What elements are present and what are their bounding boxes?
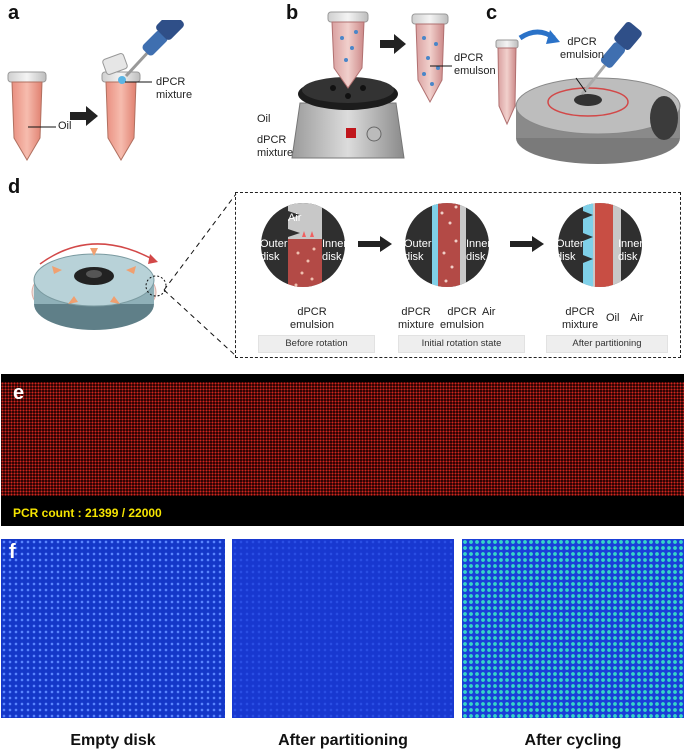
panel-label-e: e xyxy=(13,382,25,404)
caption-before-rotation: Before rotation xyxy=(258,335,375,353)
vortex-tube xyxy=(327,11,369,89)
label-emulsion-b: dPCR emulson xyxy=(454,52,496,77)
image-empty-disk: f xyxy=(1,539,225,718)
panel-d-disk xyxy=(31,243,167,330)
label-oil: Oil xyxy=(58,120,72,132)
caption-after-cycling: After cycling xyxy=(524,732,622,749)
s3-oil: Oil xyxy=(606,312,620,324)
stage-before-rotation xyxy=(261,203,345,287)
emulsion-tube xyxy=(495,39,519,126)
vortex-mixer xyxy=(291,77,405,159)
image-after-partitioning xyxy=(232,539,454,718)
s2-mixture: dPCR mixture xyxy=(398,306,435,331)
label-dpcr-mixture: dPCR mixture xyxy=(156,76,193,101)
s2-emulsion: dPCR emulsion xyxy=(440,306,485,331)
caption-f-after-partitioning: After partitioning xyxy=(278,732,408,749)
label-tube3-mixture: dPCR mixture xyxy=(257,134,294,159)
arrow-icon xyxy=(380,34,406,54)
pipette-icon xyxy=(124,20,184,78)
panel-label-b: b xyxy=(286,2,299,24)
caption-initial-rotation: Initial rotation state xyxy=(398,335,525,353)
s3-outer-disk: Outer disk xyxy=(556,238,584,263)
label-tube3-oil: Oil xyxy=(257,113,271,125)
panel-label-d: d xyxy=(8,176,21,198)
panel-a-illustration xyxy=(7,20,184,161)
s1-outer-disk: Outer disk xyxy=(260,238,288,263)
arrow-icon xyxy=(510,236,544,252)
pcr-count: PCR count : 21399 / 22000 xyxy=(13,506,162,520)
panel-b-illustration xyxy=(291,11,452,159)
caption-after-partitioning: After partitioning xyxy=(546,335,668,353)
stage-initial-rotation xyxy=(405,203,489,287)
stage-after-partitioning xyxy=(558,203,642,287)
panel-label-a: a xyxy=(8,2,20,24)
partition-array-red xyxy=(1,382,684,496)
s2-air: Air xyxy=(482,306,496,318)
s1-air: Air xyxy=(288,212,302,224)
s3-inner-disk: Inner disk xyxy=(618,238,644,263)
panel-label-c: c xyxy=(486,2,498,24)
zoom-dashes xyxy=(163,193,237,357)
tube-oil xyxy=(7,71,47,161)
arrow-icon xyxy=(358,236,392,252)
s2-outer-disk: Outer disk xyxy=(404,238,432,263)
s1-emulsion: dPCR emulsion xyxy=(290,306,335,331)
disk-device xyxy=(515,77,681,164)
s2-inner-disk: Inner disk xyxy=(466,238,492,263)
emulsion-tube xyxy=(411,13,449,104)
panel-label-f: f xyxy=(9,541,16,563)
zoom-box xyxy=(235,192,681,358)
s3-mixture: dPCR mixture xyxy=(562,306,599,331)
panel-e-image: e PCR count : 21399 / 22000 xyxy=(1,374,684,526)
image-after-cycling xyxy=(462,539,684,718)
s3-air: Air xyxy=(630,312,644,324)
panel-c-illustration xyxy=(495,22,681,164)
pipette-icon xyxy=(580,22,642,95)
caption-empty-disk: Empty disk xyxy=(70,732,156,749)
arrow-icon xyxy=(70,106,98,126)
label-emulsion-c: dPCR emulsion xyxy=(560,36,605,61)
s1-inner-disk: Inner disk xyxy=(322,238,348,263)
